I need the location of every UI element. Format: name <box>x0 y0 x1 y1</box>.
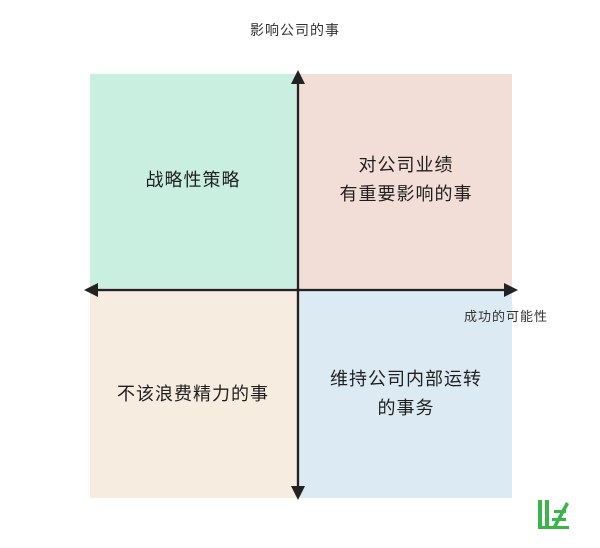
quadrant-top-left-line-1: 战略性策略 <box>145 169 241 191</box>
quadrant-top-left: 战略性策略 <box>90 74 296 288</box>
quadrant-top-left-text: 战略性策略 <box>146 167 241 196</box>
logo-icon <box>538 500 569 529</box>
quadrant-bottom-left-text: 不该浪费精力的事 <box>117 381 269 410</box>
quadrant-bottom-right: 维持公司内部运转 的事务 <box>300 292 512 498</box>
arrow-right-icon <box>504 283 518 297</box>
quadrant-top-right-line-1: 对公司业绩 <box>358 155 454 177</box>
quadrant-bottom-right-line-2: 的事务 <box>377 398 435 419</box>
arrow-up-icon <box>291 70 305 84</box>
vertical-axis-label: 影响公司的事 <box>250 23 340 39</box>
quadrant-top-right: 对公司业绩 有重要影响的事 <box>300 74 512 288</box>
horizontal-axis-label: 成功的可能性 <box>464 310 549 325</box>
quadrant-bottom-left: 不该浪费精力的事 <box>90 292 296 498</box>
quadrant-top-right-line-2: 有重要影响的事 <box>339 184 473 205</box>
quadrant-bottom-right-text: 维持公司内部运转 的事务 <box>330 366 482 424</box>
quadrant-bottom-right-line-1: 维持公司内部运转 <box>330 369 482 391</box>
quadrant-top-right-text: 对公司业绩 有重要影响的事 <box>340 152 473 210</box>
arrow-left-icon <box>84 283 98 297</box>
arrow-down-icon <box>291 486 305 500</box>
quadrant-bottom-left-line-1: 不该浪费精力的事 <box>117 383 269 405</box>
